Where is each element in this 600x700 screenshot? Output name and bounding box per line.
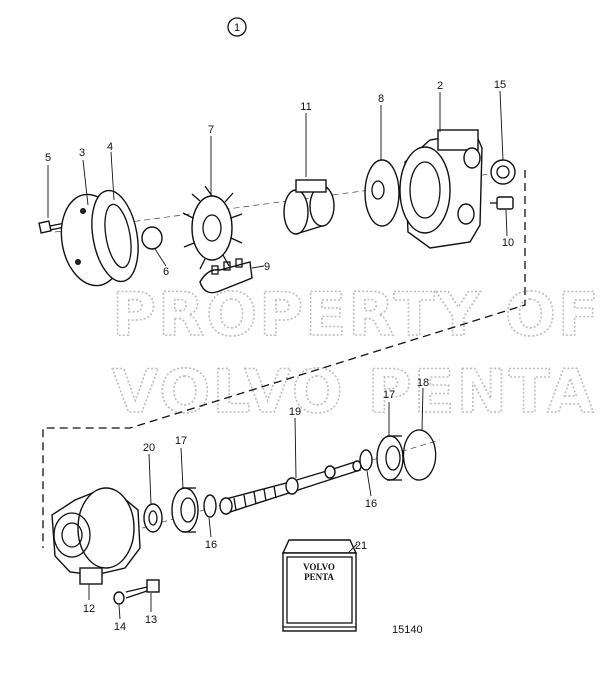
watermark-line-2: VOLVO PENTA — [112, 357, 596, 427]
assembly-connector — [42, 170, 526, 548]
callout-13: 13 — [145, 614, 157, 626]
watermark-line-1: PROPERTY OF — [112, 280, 600, 350]
part-20-seal — [143, 503, 163, 533]
part-15-ring — [490, 159, 516, 185]
callout-19: 19 — [289, 406, 301, 418]
callout-16-right: 16 — [365, 498, 377, 510]
part-16-circlip-a — [203, 494, 217, 518]
callout-21: 21 — [355, 540, 367, 552]
watermark: PROPERTY OF VOLVO PENTA — [111, 279, 600, 428]
callout-10: 10 — [502, 237, 514, 249]
kit-label-volvo: VOLVO — [303, 562, 335, 572]
figure-number-badge: 1 — [227, 17, 247, 37]
callout-17-right: 17 — [383, 389, 395, 401]
callout-3: 3 — [79, 147, 85, 159]
part-2-pump-housing — [399, 129, 483, 249]
part-17-bearing-a — [171, 487, 199, 533]
part-7-impeller — [182, 185, 243, 270]
part-13-bolt — [125, 579, 160, 599]
part-12-bearing-housing — [51, 487, 141, 585]
part-6-o-ring — [141, 226, 163, 250]
part-21-kit-bag: VOLVO PENTA — [281, 539, 358, 632]
leader-lines — [47, 90, 508, 620]
part-17-bearing-b — [376, 435, 404, 481]
part-8-plate — [364, 159, 400, 227]
part-10-plug — [490, 196, 514, 210]
part-9-cam — [199, 258, 253, 294]
callout-2: 2 — [437, 80, 443, 92]
part-18-retaining-ring — [402, 429, 437, 481]
part-19-shaft — [219, 460, 362, 515]
callout-18: 18 — [417, 377, 429, 389]
figure-number: 1 — [234, 22, 240, 34]
callout-11: 11 — [300, 101, 311, 113]
callout-17-left: 17 — [175, 435, 187, 447]
callout-20: 20 — [143, 442, 155, 454]
callout-numbers: 2 3 4 5 6 7 8 9 10 11 12 13 14 15 16 16 … — [45, 79, 514, 633]
callout-16-left: 16 — [205, 539, 217, 551]
callout-15: 15 — [494, 79, 506, 91]
part-4-gasket — [91, 189, 139, 283]
callout-9: 9 — [264, 261, 270, 273]
part-11-seal — [283, 179, 335, 235]
callout-7: 7 — [208, 124, 214, 136]
callout-14: 14 — [114, 621, 126, 633]
callout-4: 4 — [107, 141, 113, 153]
callout-5: 5 — [45, 152, 51, 164]
drawing-number: 15140 — [392, 624, 423, 636]
callout-6: 6 — [163, 266, 169, 278]
callout-12: 12 — [83, 603, 95, 615]
callout-8: 8 — [378, 93, 384, 105]
part-14-washer — [113, 591, 125, 605]
part-16-circlip-b — [359, 449, 373, 471]
kit-label-penta: PENTA — [304, 572, 334, 582]
